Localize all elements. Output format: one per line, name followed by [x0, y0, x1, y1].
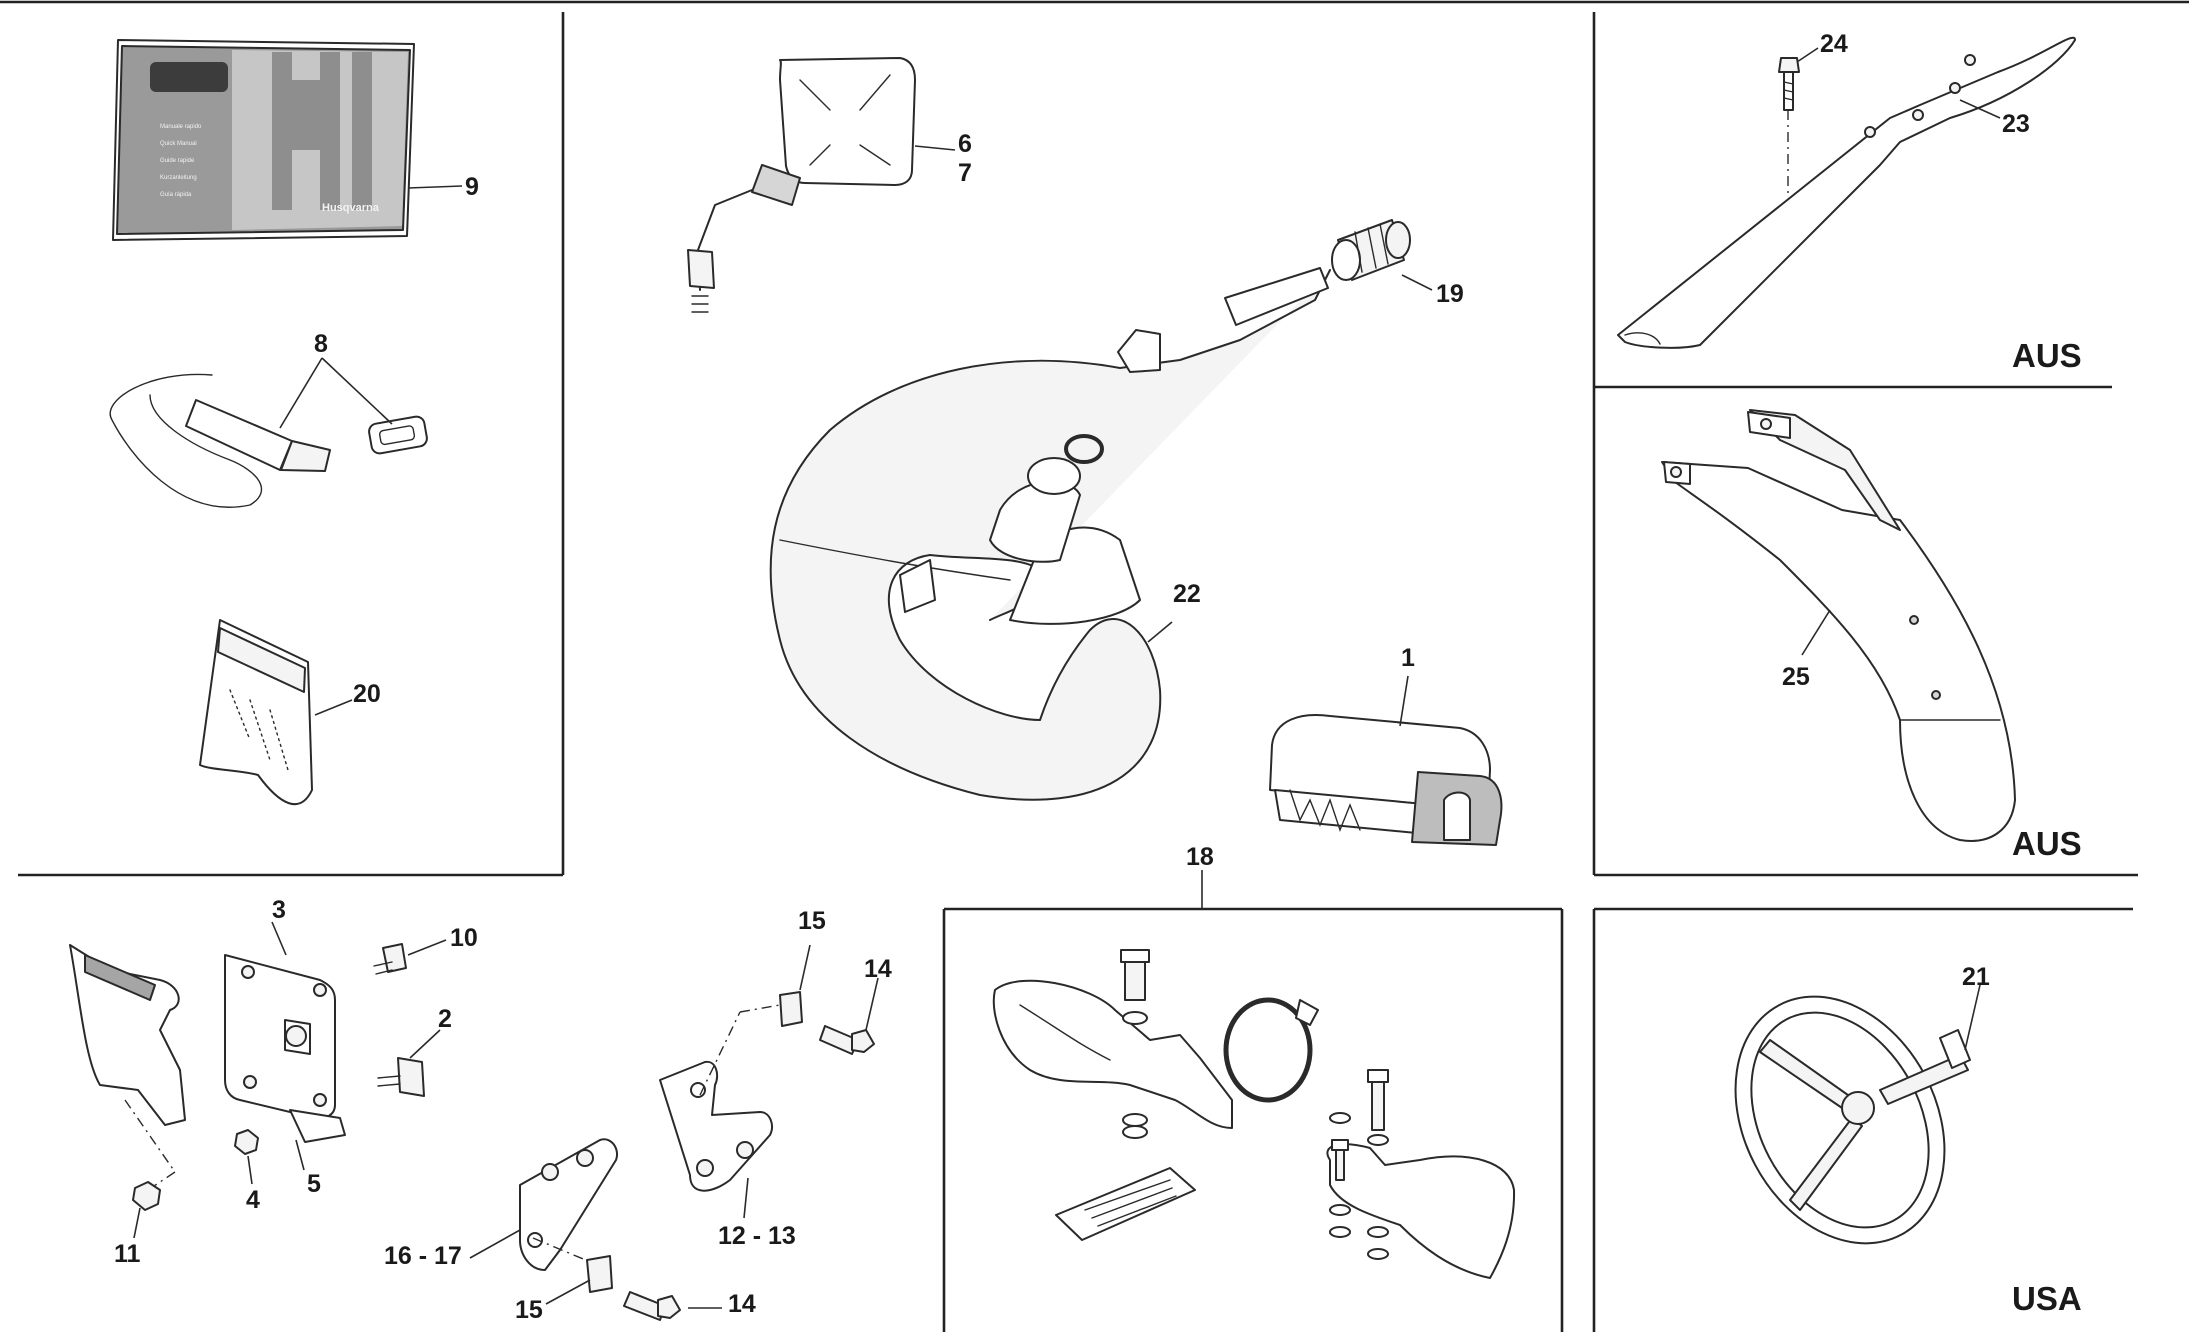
callout-5: 5 — [307, 1170, 321, 1198]
callout-25: 25 — [1782, 663, 1810, 691]
callout-22: 22 — [1173, 580, 1201, 608]
handguards-set — [992, 949, 1516, 1279]
booklet-line-2: Quick Manual — [160, 141, 197, 147]
usb-stick — [109, 373, 428, 508]
callout-15-lower: 15 — [515, 1296, 543, 1324]
callout-21: 21 — [1962, 963, 1990, 991]
bracket-12-13 — [659, 991, 875, 1192]
callout-18: 18 — [1186, 843, 1214, 871]
callout-2: 2 — [438, 1005, 452, 1033]
callout-labels: 9 8 20 6 7 19 22 1 18 24 23 25 21 3 10 2… — [114, 30, 2030, 1324]
husqvarna-crown-logo — [272, 52, 372, 210]
callout-16-17: 16 - 17 — [384, 1242, 462, 1270]
rubber-sleeve — [1331, 219, 1411, 281]
bracket-16-17 — [519, 1138, 681, 1321]
region-label-aus-top: AUS — [2012, 337, 2082, 374]
callout-19: 19 — [1436, 280, 1464, 308]
callout-14-lower: 14 — [728, 1290, 756, 1318]
callout-20: 20 — [353, 680, 381, 708]
callout-12-13: 12 - 13 — [718, 1222, 796, 1250]
booklet-brand: Husqvarna — [322, 202, 380, 214]
booklet-line-1: Manuale rapido — [160, 124, 202, 130]
callout-3: 3 — [272, 896, 286, 924]
aus-plate-with-bolt — [1617, 36, 2076, 349]
callout-7: 7 — [958, 159, 972, 187]
exhaust-expansion-chamber — [769, 267, 1331, 801]
region-labels: AUS AUS USA — [2012, 337, 2082, 1317]
callout-10: 10 — [450, 924, 478, 952]
callout-24: 24 — [1820, 30, 1848, 58]
callout-4: 4 — [246, 1186, 260, 1214]
callout-15-upper: 15 — [798, 907, 826, 935]
mirror — [687, 57, 916, 313]
callout-11: 11 — [114, 1240, 141, 1268]
callout-6: 6 — [958, 130, 972, 158]
region-label-usa: USA — [2012, 1280, 2082, 1317]
booklet-line-5: Guía rápida — [160, 192, 192, 198]
callout-23: 23 — [2002, 110, 2030, 138]
region-label-aus-mid: AUS — [2012, 825, 2082, 862]
booklet-line-4: Kurzanleitung — [160, 175, 197, 181]
callout-14-upper: 14 — [864, 955, 892, 983]
leader-9 — [407, 185, 463, 189]
quick-manual-booklet: Manuale rapido Quick Manual Guide rapide… — [112, 39, 415, 241]
booklet-line-3: Guide rapide — [160, 158, 195, 164]
pouch — [199, 619, 313, 806]
callout-8: 8 — [314, 330, 328, 358]
number-plate-holder — [69, 943, 425, 1211]
protective-sleeve — [1269, 714, 1503, 846]
hand-wheel — [1734, 995, 1971, 1245]
callout-9: 9 — [465, 173, 479, 201]
aus-fender — [1661, 409, 2016, 842]
callout-1: 1 — [1401, 644, 1415, 672]
